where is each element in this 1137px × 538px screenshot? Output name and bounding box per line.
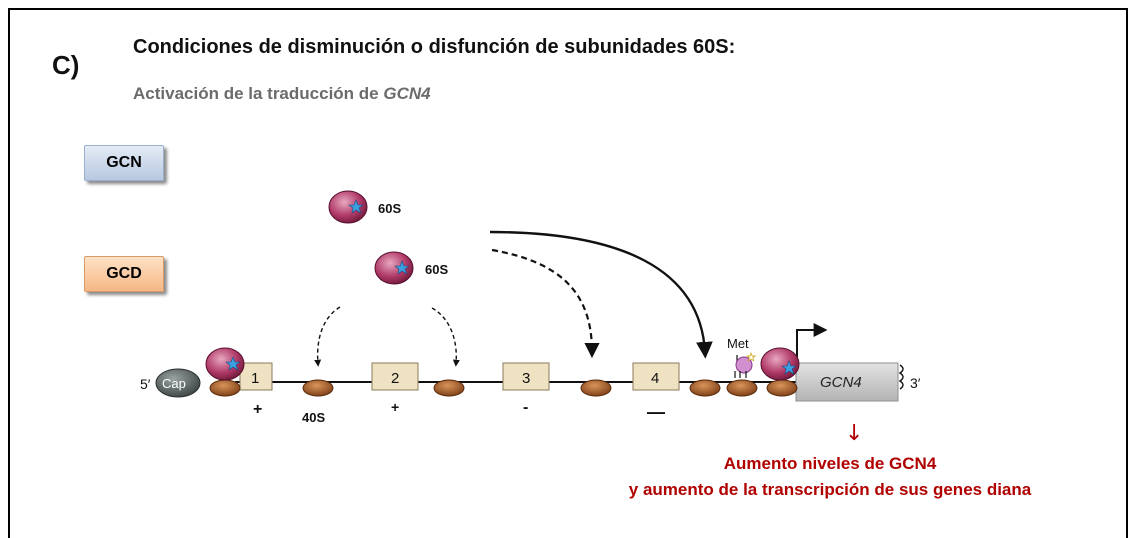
star-icon	[225, 356, 241, 371]
ribosome-40s	[726, 379, 758, 397]
uorf-4-number: 4	[651, 370, 659, 387]
ribosome-60s	[760, 347, 800, 381]
result-line-2: y aumento de la transcripción de sus gen…	[628, 480, 1032, 499]
subtitle-gene: GCN4	[383, 84, 431, 103]
three-prime-label: 3′	[910, 375, 921, 391]
dashed-arrow	[431, 307, 460, 367]
gcn4-orf-box	[795, 362, 899, 402]
gcd-tag: GCD	[84, 256, 164, 292]
cap-icon	[155, 368, 201, 398]
panel-letter: C)	[52, 50, 80, 80]
result-arrow-icon: ↓	[845, 421, 863, 446]
cap-label: Cap	[162, 376, 186, 391]
panel-frame	[8, 8, 1128, 538]
gcn4-orf-label: GCN4	[820, 374, 862, 391]
ribosome-40s	[689, 379, 721, 397]
five-prime-label: 5′	[140, 376, 151, 392]
met-label: Met	[727, 336, 749, 351]
ribosome-40s	[580, 379, 612, 397]
uorf-3-number: 3	[522, 370, 530, 387]
dashed-arrow	[314, 306, 341, 367]
subunit-60s-label: 60S	[378, 201, 401, 216]
ribosome-60s	[205, 347, 245, 381]
ribosome-40s	[766, 379, 798, 397]
star-icon	[745, 351, 757, 362]
ribosome-40s	[433, 379, 465, 397]
dashed-arrow	[491, 248, 600, 359]
star-icon	[394, 260, 410, 275]
ribosome-40s	[302, 379, 334, 397]
uorf-2-sign: +	[391, 399, 399, 415]
star-icon	[348, 199, 364, 214]
ribosome-60s	[374, 251, 414, 285]
solid-arrow	[489, 230, 713, 359]
uorf-1-box	[239, 362, 273, 391]
uorf-2-number: 2	[391, 370, 399, 387]
uorf-1-number: 1	[251, 370, 259, 387]
uorf-4-box	[632, 362, 680, 391]
uorf-3-box	[502, 362, 550, 391]
ribosome-40s	[209, 379, 241, 397]
uorf-4-sign: —	[647, 402, 665, 422]
panel-subtitle: Activación de la traducción de GCN4	[133, 84, 431, 104]
ribosome-60s	[328, 190, 368, 224]
gcn4-start-arrow	[796, 323, 828, 362]
uorf-3-sign: -	[523, 399, 528, 416]
codon-marks	[734, 371, 747, 378]
subunit-60s-label: 60S	[425, 262, 448, 277]
star-icon	[781, 360, 797, 375]
three-prime-tail	[898, 364, 904, 390]
uorf-1-sign: +	[253, 401, 262, 418]
panel-title: Condiciones de disminución o disfunción …	[133, 36, 736, 58]
result-line-1: Aumento niveles de GCN4	[723, 454, 937, 473]
uorf-2-box	[371, 362, 419, 391]
subunit-40s-label: 40S	[302, 410, 325, 425]
gcn-tag: GCN	[84, 145, 164, 181]
subtitle-prefix: Activación de la traducción de	[133, 84, 384, 103]
